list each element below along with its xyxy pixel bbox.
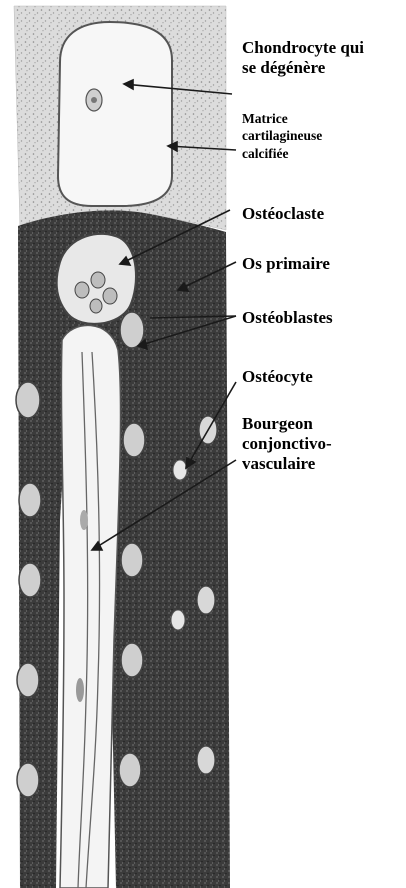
chondrocyte-lacuna	[58, 22, 172, 206]
label-matrice: Matrice cartilagineuse calcifiée	[242, 110, 322, 162]
label-osteoclaste: Ostéoclaste	[242, 204, 324, 224]
label-osteoblastes: Ostéoblastes	[242, 308, 333, 328]
label-bourgeon: Bourgeon conjonctivo- vasculaire	[242, 414, 332, 474]
osteoclast-cell	[57, 234, 136, 324]
label-chondrocyte: Chondrocyte qui se dégénère	[242, 38, 364, 78]
label-os-primaire: Os primaire	[242, 254, 330, 274]
vascular-bud	[60, 325, 121, 888]
label-osteocyte: Ostéocyte	[242, 367, 313, 387]
